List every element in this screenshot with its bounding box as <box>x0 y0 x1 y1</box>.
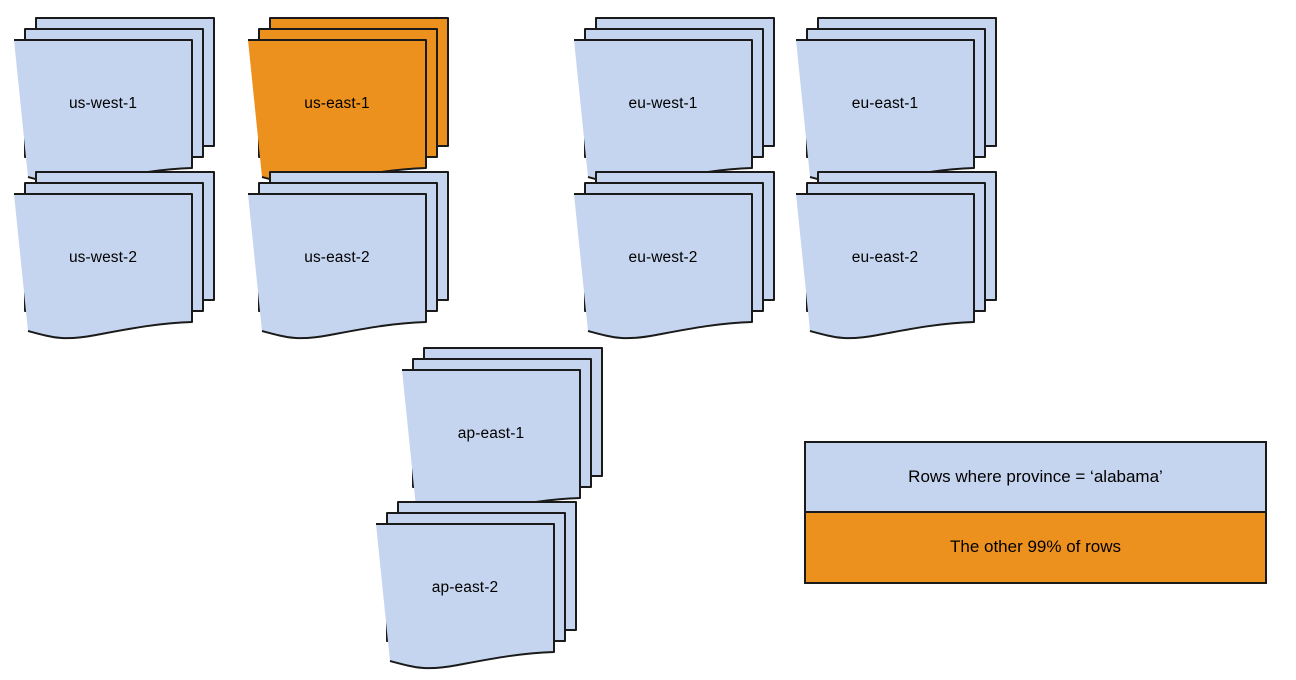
document-stack-shape <box>796 171 997 340</box>
document-stack-ap-east-2[interactable]: ap-east-2 <box>376 501 588 670</box>
document-sheet-1 <box>574 39 753 186</box>
document-stack-shape <box>14 17 215 186</box>
document-sheet-1 <box>248 39 427 186</box>
legend-row-orange: The other 99% of rows <box>806 512 1265 582</box>
document-sheet-1 <box>376 523 555 670</box>
legend-label: Rows where province = ‘alabama’ <box>908 466 1163 486</box>
document-stack-shape <box>248 171 449 340</box>
document-stack-shape <box>376 501 577 670</box>
document-stack-eu-west-1[interactable]: eu-west-1 <box>574 17 786 186</box>
document-stack-us-west-2[interactable]: us-west-2 <box>14 171 226 340</box>
legend-label: The other 99% of rows <box>949 537 1122 557</box>
document-stack-eu-east-2[interactable]: eu-east-2 <box>796 171 1008 340</box>
document-stack-ap-east-1[interactable]: ap-east-1 <box>402 347 614 516</box>
document-stack-shape <box>14 171 215 340</box>
document-stack-shape <box>796 17 997 186</box>
document-stack-us-west-1[interactable]: us-west-1 <box>14 17 226 186</box>
document-stack-eu-east-1[interactable]: eu-east-1 <box>796 17 1008 186</box>
document-stack-shape <box>574 17 775 186</box>
document-stack-us-east-1[interactable]: us-east-1 <box>248 17 460 186</box>
document-stack-shape <box>248 17 449 186</box>
document-sheet-1 <box>796 193 975 340</box>
legend: Rows where province = ‘alabama’ The other… <box>804 441 1267 584</box>
document-sheet-1 <box>402 369 581 516</box>
document-stack-us-east-2[interactable]: us-east-2 <box>248 171 460 340</box>
document-sheet-1 <box>14 193 193 340</box>
document-stack-shape <box>574 171 775 340</box>
document-sheet-1 <box>248 193 427 340</box>
document-sheet-1 <box>796 39 975 186</box>
document-stack-eu-west-2[interactable]: eu-west-2 <box>574 171 786 340</box>
legend-row-blue: Rows where province = ‘alabama’ <box>806 443 1265 513</box>
document-sheet-1 <box>14 39 193 186</box>
document-stack-shape <box>402 347 603 516</box>
document-sheet-1 <box>574 193 753 340</box>
